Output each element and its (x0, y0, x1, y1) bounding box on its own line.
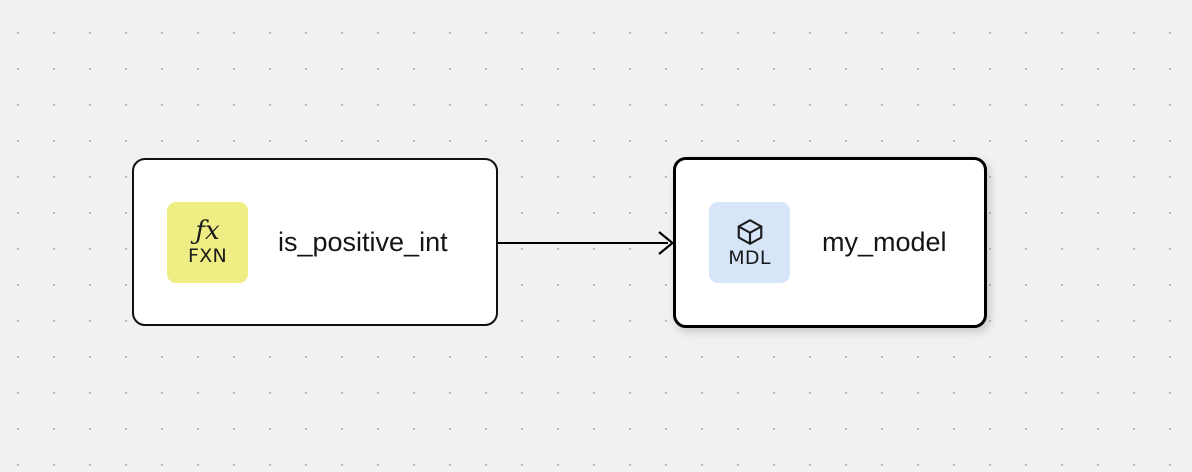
node-my-model[interactable]: MDL my_model (673, 157, 987, 328)
node-title: my_model (822, 227, 947, 257)
node-badge-mdl: MDL (709, 202, 790, 283)
node-badge-label: MDL (728, 247, 771, 269)
node-badge-fxn: ƒx FXN (167, 201, 248, 283)
arrow-marker-icon (658, 231, 675, 255)
edge-is_positive_int-to-my_model[interactable] (497, 231, 675, 255)
cube-icon (737, 219, 762, 245)
node-title: is_positive_int (278, 226, 448, 257)
node-badge-label: FXN (187, 245, 228, 267)
function-fx-icon: ƒx (195, 216, 220, 246)
node-is-positive-int[interactable]: ƒx FXN is_positive_int (132, 158, 498, 326)
